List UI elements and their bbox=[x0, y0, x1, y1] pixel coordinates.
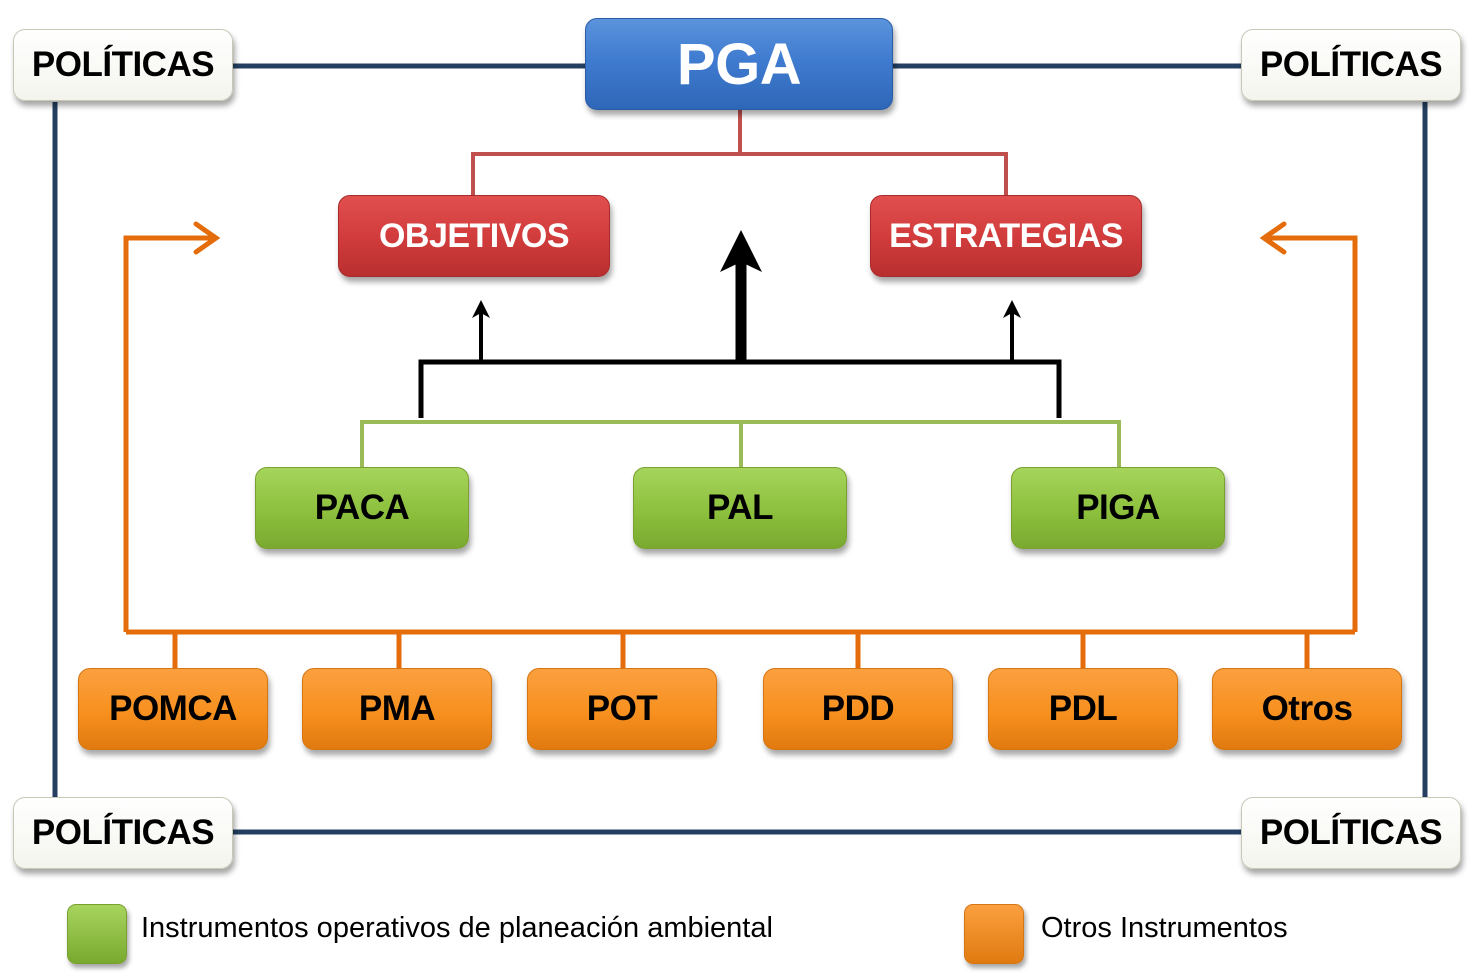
estrategias-box[interactable]: ESTRATEGIAS bbox=[870, 195, 1142, 277]
policies-box-top-right[interactable]: POLÍTICAS bbox=[1241, 29, 1461, 101]
arrowhead-pga bbox=[720, 230, 762, 272]
pga-to-estrategias bbox=[740, 152, 1008, 196]
other-connectors bbox=[123, 221, 1358, 668]
pma-box[interactable]: PMA bbox=[302, 668, 492, 750]
legend-swatch-operative bbox=[67, 904, 127, 964]
piga-box[interactable]: PIGA bbox=[1011, 467, 1225, 549]
arrowhead-estrategias bbox=[1003, 300, 1021, 318]
pdl-box[interactable]: PDL bbox=[988, 668, 1178, 750]
policies-box-bottom-right[interactable]: POLÍTICAS bbox=[1241, 797, 1461, 869]
policies-frame bbox=[52, 63, 1428, 835]
operative-connectors bbox=[360, 420, 1121, 468]
pomca-box[interactable]: POMCA bbox=[78, 668, 268, 750]
other-to-objetivos bbox=[123, 235, 214, 632]
arrowhead-objetivos bbox=[472, 300, 490, 318]
other-to-estrategias bbox=[1266, 235, 1358, 632]
arrowhead-right bbox=[1259, 221, 1287, 255]
policies-box-top-left[interactable]: POLÍTICAS bbox=[13, 29, 233, 101]
pga-box[interactable]: PGA bbox=[585, 18, 893, 110]
pdd-box[interactable]: PDD bbox=[763, 668, 953, 750]
legend-label-other: Otros Instrumentos bbox=[1041, 912, 1288, 944]
legend-swatch-other bbox=[964, 904, 1024, 964]
pal-box[interactable]: PAL bbox=[633, 467, 847, 549]
objetivos-box[interactable]: OBJETIVOS bbox=[338, 195, 610, 277]
paca-box[interactable]: PACA bbox=[255, 467, 469, 549]
legend-label-operative: Instrumentos operativos de planeación am… bbox=[141, 912, 773, 944]
arrowhead-left bbox=[193, 221, 221, 255]
pga-connectors bbox=[471, 110, 1008, 196]
operative-bracket bbox=[418, 359, 1062, 418]
policies-box-bottom-left[interactable]: POLÍTICAS bbox=[13, 797, 233, 869]
pga-to-objetivos bbox=[471, 110, 742, 196]
pot-box[interactable]: POT bbox=[527, 668, 717, 750]
operative-arrows bbox=[418, 230, 1062, 418]
otros-box[interactable]: Otros bbox=[1212, 668, 1402, 750]
